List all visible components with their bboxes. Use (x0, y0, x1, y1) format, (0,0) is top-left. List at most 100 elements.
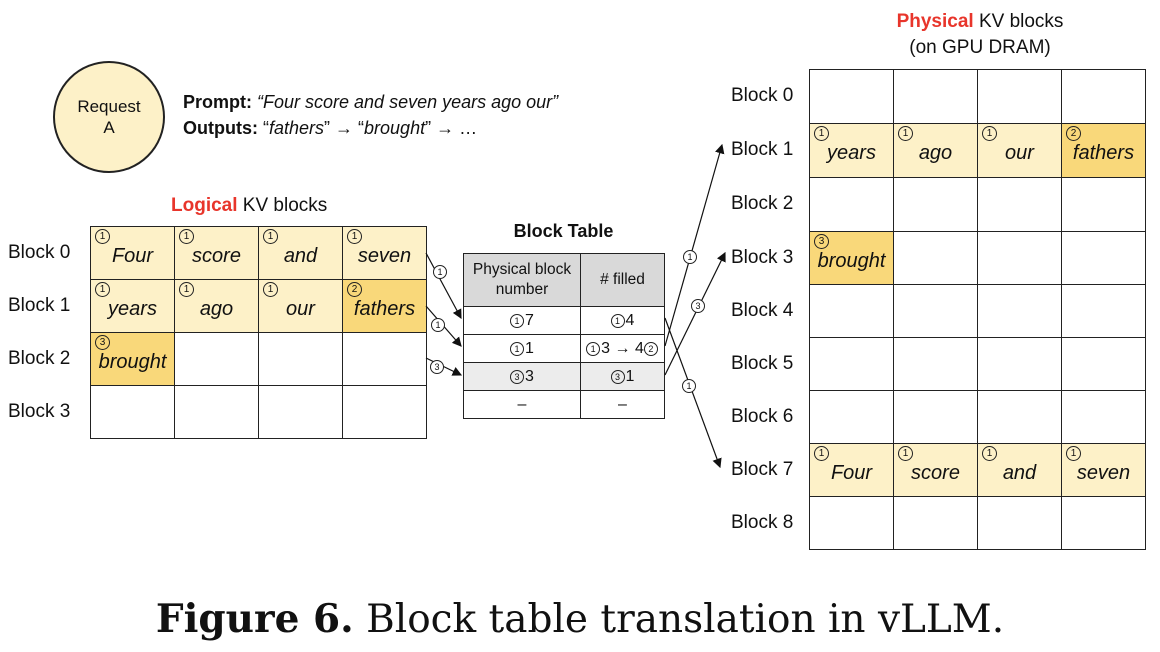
filled-count: 1 (625, 367, 635, 385)
arrow-table-to-physical3 (664, 251, 726, 376)
empty-cell (893, 177, 978, 232)
empty-cell (977, 284, 1062, 338)
token-text: ago (199, 297, 234, 320)
token-text: brought (98, 350, 167, 373)
output-token-2: brought (364, 118, 426, 138)
ref-count-badge: 3 (610, 369, 625, 384)
token-cell: 1 and (258, 226, 343, 280)
ref-count-badge: 1 (982, 126, 997, 141)
empty-cell (977, 69, 1062, 124)
logical-title-highlight: Logical (171, 195, 238, 216)
filled-count: 4 (625, 311, 635, 329)
prompt-line: Prompt: “Four score and seven years ago … (183, 92, 558, 113)
ref-count-badge: 1 (347, 229, 362, 244)
ref-count-badge: 3 (510, 369, 525, 384)
token-text: fathers (353, 297, 416, 320)
header-filled: # filled (580, 253, 665, 307)
request-label: Request (77, 97, 141, 116)
token-text: years (108, 297, 157, 320)
empty-cell (893, 284, 978, 338)
block-label: Block 7 (731, 458, 794, 480)
ref-count-badge: 1 (586, 341, 601, 356)
block-label: Block 2 (731, 193, 794, 214)
block-label: Block 4 (731, 299, 794, 321)
physical-subtitle: (on GPU DRAM) (909, 37, 1051, 58)
empty-cell (893, 231, 978, 285)
physical-block-number: 3 (525, 367, 534, 385)
outputs-label: Outputs: (183, 118, 258, 138)
token-text: Four (830, 461, 873, 484)
token-text: score (911, 461, 960, 484)
empty-cell (174, 332, 259, 386)
empty-cell (1061, 69, 1146, 124)
empty-cell (90, 385, 175, 439)
figure-caption: Figure 6. Block table translation in vLL… (0, 596, 1160, 642)
empty-cell (893, 390, 978, 444)
token-text: Four (111, 244, 154, 267)
ref-count-badge: 1 (263, 282, 278, 297)
token-text: and (1002, 461, 1037, 484)
ref-count-badge: 3 (95, 335, 110, 350)
block-label: Block 0 (731, 85, 794, 106)
ref-count-badge: 1 (814, 126, 829, 141)
block-label: Block 6 (731, 405, 794, 427)
empty-cell (342, 332, 427, 386)
empty-cell (977, 337, 1062, 391)
ref-count-badge: 1 (814, 446, 829, 461)
physical-title: Physical KV blocks (860, 11, 1100, 33)
block-row (809, 390, 1146, 444)
empty-cell (977, 231, 1062, 285)
ref-count-badge: 2 (1066, 126, 1081, 141)
empty-cell (1061, 231, 1146, 285)
block-row (809, 69, 1146, 124)
block-row (809, 496, 1146, 550)
arrow-table-to-physical1 (664, 143, 725, 347)
ref-count-badge: 2 (347, 282, 362, 297)
block-label: Block 2 (8, 347, 71, 369)
ref-count-badge: 1 (610, 313, 625, 328)
token-text: and (283, 244, 318, 267)
block-label: Block 1 (731, 139, 794, 160)
arrow-badge-6: 1 (682, 379, 696, 393)
block-label: Block 3 (731, 246, 794, 268)
prompt-label: Prompt: (183, 92, 252, 112)
empty-cell (1061, 390, 1146, 444)
block-label: Block 5 (731, 352, 794, 374)
physical-block-number: – (517, 395, 527, 413)
prompt-text: “Four score and seven years ago our” (257, 92, 559, 112)
empty-cell (809, 390, 894, 444)
block-table-title: Block Table (513, 221, 614, 241)
outputs-line: Outputs: “fathers” → “brought” → … (183, 118, 478, 138)
arrow-badge-5: 3 (691, 299, 705, 313)
block-row (809, 337, 1146, 391)
empty-cell (977, 390, 1062, 444)
token-text: seven (1076, 461, 1131, 484)
empty-cell (809, 284, 894, 338)
block-row (809, 284, 1146, 338)
ref-count-badge: 1 (263, 229, 278, 244)
ref-count-badge: 1 (179, 229, 194, 244)
output-token-1: fathers (269, 118, 325, 138)
token-text: years (827, 142, 876, 164)
ref-count-badge: 1 (95, 229, 110, 244)
